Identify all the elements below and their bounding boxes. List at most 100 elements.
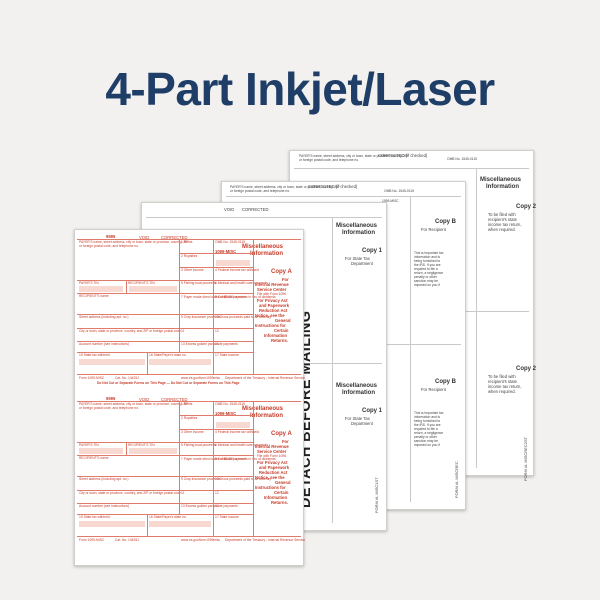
box-14: 14 xyxy=(215,342,219,346)
copy-a-service: Service Center xyxy=(257,287,287,292)
omb-number-lower: OMB No. 1545-0115 xyxy=(215,402,245,406)
box-8-lower: 8 Substitute payments in lieu of dividen… xyxy=(215,457,276,461)
copy-b-label: Copy B xyxy=(435,219,456,225)
notice-2: and Paperwork xyxy=(259,303,290,308)
notice-7-lower: Certain xyxy=(274,490,289,495)
footer-url-lower: www.irs.gov/form1099misc xyxy=(181,538,221,542)
important-5-lower: required to file a xyxy=(414,427,438,431)
title-line-1-lower: Miscellaneous xyxy=(242,406,284,412)
void-label: VOID xyxy=(139,235,150,240)
copy-1-dept: Department xyxy=(351,261,373,266)
street-label-lower: Street address (including apt. no.) xyxy=(79,477,129,481)
box-17: 17 State income xyxy=(215,353,239,357)
notice-4: Notice, see the xyxy=(255,313,285,318)
side-code: FORM #L MISC1ST xyxy=(374,477,379,513)
payer-label-2: or foreign postal code, and telephone no… xyxy=(79,244,139,248)
box-2-lower: 2 Royalties xyxy=(181,416,198,420)
copy-a-irs-lower: Internal Revenue xyxy=(255,444,289,449)
corrected-label-lower: CORRECTED xyxy=(161,397,188,402)
copy-2-text-1: To be filed with xyxy=(488,212,516,217)
copy-1-label: Copy 1 xyxy=(362,248,383,254)
box-6: 6 Medical and health care payments xyxy=(215,281,268,285)
box-4: 4 Federal income tax withheld xyxy=(215,268,259,272)
notice-7: Certain xyxy=(274,328,289,333)
notice-5: General xyxy=(275,318,291,323)
title-line-1: Miscellaneous xyxy=(480,177,522,183)
side-code: FORM #L MISCREC xyxy=(454,461,459,498)
important-3: being furnished to xyxy=(414,259,441,263)
important-9: imposed on you if xyxy=(414,283,440,287)
copy-b-for-lower: For Recipient xyxy=(421,387,446,392)
copy-a-for-lower: For xyxy=(282,439,289,444)
box-13: 13 Excess golden parachute payments xyxy=(181,342,238,346)
notice-6-lower: Instructions for xyxy=(255,485,286,490)
title-line-2: Information xyxy=(486,184,519,190)
form-code: 9595 xyxy=(106,234,116,239)
copy-a-for: For xyxy=(282,277,289,282)
title-line-2-lower: Information xyxy=(250,413,283,419)
footer-cat-lower: Cat. No. 14425J xyxy=(115,538,139,542)
footer-dept: Department of the Treasury - Internal Re… xyxy=(225,376,306,380)
corrected-checked: CORRECTED (if checked) xyxy=(308,184,358,189)
copy-2-text-3-lower: income tax return, xyxy=(488,384,522,389)
recipient-name: RECIPIENT'S name xyxy=(79,294,109,298)
footer-cat: Cat. No. 14425J xyxy=(115,376,139,380)
copy-b-label-lower: Copy B xyxy=(435,379,456,385)
box-16: 16 State/Payer's state no. xyxy=(149,353,187,357)
payer-label: PAYER'S name, street address, city or to… xyxy=(79,240,189,244)
box-9-lower: 9 Crop insurance proceeds xyxy=(181,477,221,481)
payer-label-lower: PAYER'S name, street address, city or to… xyxy=(79,402,189,406)
box-15-lower: 15 State tax withheld xyxy=(79,515,110,519)
important-4: the IRS. If you are xyxy=(414,263,441,267)
box-3: 3 Other income xyxy=(181,268,204,272)
important-1-lower: This is important tax xyxy=(414,411,444,415)
box-4-lower: 4 Federal income tax withheld xyxy=(215,430,259,434)
form-name: 1099-MISC xyxy=(382,199,399,203)
payer-tin-lower: PAYER'S TIN xyxy=(79,443,99,447)
recipient-tin-lower: RECIPIENT'S TIN xyxy=(128,443,155,447)
payer-label-2: or foreign postal code, and telephone no… xyxy=(299,158,359,162)
headline: 4-Part Inkjet/Laser xyxy=(105,63,495,115)
copy-a-instr: File with Form 1096. xyxy=(257,292,287,296)
copy-2-text-4-lower: when required. xyxy=(488,389,516,394)
copy-a-instr-lower: File with Form 1096. xyxy=(257,454,287,458)
form-name-lower: 1099-MISC xyxy=(215,411,237,416)
notice-9-lower: Returns. xyxy=(271,500,288,505)
notice-3: Reduction Act xyxy=(259,308,288,313)
box-14-lower: 14 xyxy=(215,504,219,508)
title-line-1: Miscellaneous xyxy=(336,223,378,229)
box-1: 1 Rents xyxy=(181,240,193,244)
notice-8: Information xyxy=(264,333,288,338)
notice-5-lower: General xyxy=(275,480,291,485)
copy-2-text-4: when required. xyxy=(488,227,516,232)
footer-form-lower: Form 1099-MISC xyxy=(79,538,105,542)
payer-label: PAYER'S name, street address, city or to… xyxy=(299,154,409,158)
important-9-lower: imposed on you if xyxy=(414,443,440,447)
important-8: sanction may be xyxy=(414,279,439,283)
box-3-lower: 3 Other income xyxy=(181,430,204,434)
account-label-lower: Account number (see instructions) xyxy=(79,504,130,508)
important-2-lower: information and is xyxy=(414,415,441,419)
copy-2-text-3: income tax return, xyxy=(488,222,522,227)
notice-1-lower: For Privacy Act xyxy=(257,460,288,465)
notice-2-lower: and Paperwork xyxy=(259,465,290,470)
box-16-lower: 16 State/Payer's state no. xyxy=(149,515,187,519)
copy-1-label-lower: Copy 1 xyxy=(362,408,383,414)
important-5: required to file a xyxy=(414,267,438,271)
important-8-lower: sanction may be xyxy=(414,439,439,443)
side-code: FORM #L MISCREC2ST xyxy=(523,436,528,481)
copy-1-for-lower: For State Tax xyxy=(345,416,370,421)
important-3-lower: being furnished to xyxy=(414,419,441,423)
city-label-lower: City or town, state or province, country… xyxy=(79,491,181,495)
box-17-lower: 17 State income xyxy=(215,515,239,519)
omb-number: OMB No. 1545-0115 xyxy=(447,157,477,161)
important-4-lower: the IRS. If you are xyxy=(414,423,441,427)
box-8: 8 Substitute payments in lieu of dividen… xyxy=(215,295,276,299)
title-line-2-lower: Information xyxy=(342,390,375,396)
important-2: information and is xyxy=(414,255,441,259)
box-5-lower: 5 Fishing boat proceeds xyxy=(181,443,217,447)
form-name: 1099-MISC xyxy=(215,249,237,254)
box-5: 5 Fishing boat proceeds xyxy=(181,281,217,285)
recipient-name-lower: RECIPIENT'S name xyxy=(79,456,109,460)
copy-2-text-1-lower: To be filed with xyxy=(488,374,516,379)
